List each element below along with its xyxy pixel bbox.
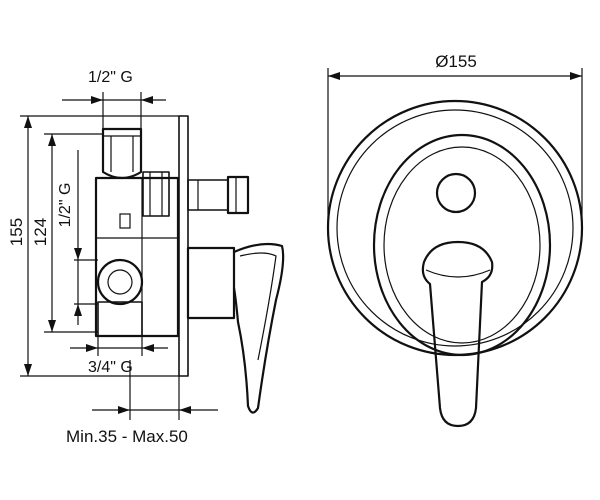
arrow [24,116,32,128]
diverter-stem [187,179,229,211]
lever-front [421,240,494,428]
bottom-outlet-label: 3/4" G [88,359,133,376]
diverter-knob [226,175,250,215]
diverter-cartridge [142,171,170,217]
arrow [570,72,582,80]
arrow [328,72,340,80]
wall-plate [178,115,189,377]
arrow [24,364,32,376]
bottom-outlet-circle [96,258,144,306]
front-view [326,99,584,428]
bottom-outlet-inner [107,269,133,295]
side-view-dimensions: 1/2" G 155 124 1/2" G 3/4" G [7,69,218,446]
lever-arm-edge [239,252,277,361]
escutcheon-outer [372,133,552,357]
arrow [74,248,82,260]
cover-plate-outer [326,99,584,357]
top-inlet-label: 1/2" G [88,69,133,86]
bottom-outlet-pipe [97,301,143,337]
arrow [86,344,98,352]
side-view [94,115,285,414]
arrow [48,320,56,332]
arrow [179,406,191,414]
top-inlet-pipe [101,127,143,180]
side-inlet-label: 1/2" G [57,183,74,228]
arrow [141,96,153,104]
cover-plate-inner [336,109,574,347]
arrow [91,96,103,104]
lever-front-top [425,269,491,278]
escutcheon-inner [383,146,541,344]
cover-diameter-label: Ø155 [435,52,477,71]
body-detail [119,213,131,229]
front-view-dimensions: Ø155 [327,52,583,228]
overall-height-label: 155 [7,218,26,246]
inner-height-label: 124 [31,218,50,246]
valve-body [94,176,180,338]
lever-handle [186,246,236,320]
depth-range-label: Min.35 - Max.50 [66,427,188,446]
lever-arm [232,242,285,414]
arrow [142,344,154,352]
diverter-knob-front [435,172,477,214]
arrow [48,134,56,146]
arrow [74,304,82,316]
arrow [118,406,130,414]
